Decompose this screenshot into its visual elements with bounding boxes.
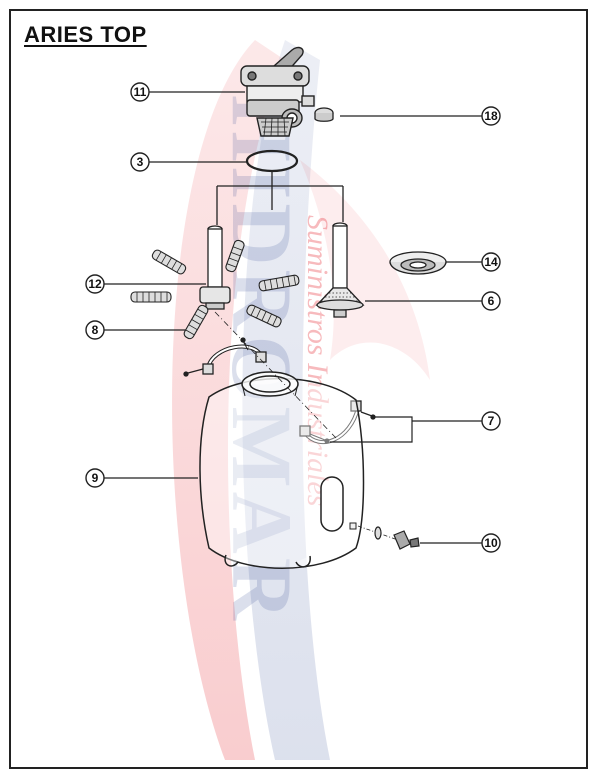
callout-6: 6 [481,291,501,311]
leader-lines [104,91,482,544]
svg-text:12: 12 [88,277,102,291]
filter-tank [199,371,365,569]
callout-12: 12 [85,274,105,294]
tank-clamp [183,337,376,445]
assembly-bracket-lines [216,172,344,225]
watermark-tagline: Suministros Industriales [301,215,334,506]
svg-text:11: 11 [134,85,147,99]
watermark-blue-sail [242,40,330,760]
watermark: HIDROMAR Suministros Industriales [172,40,430,760]
diffuser-pipe-right [315,222,365,318]
lateral-left [130,291,172,303]
watermark-red-sail [172,40,285,760]
callout-8: 8 [85,320,105,340]
svg-text:18: 18 [484,109,498,123]
svg-text:3: 3 [137,155,144,169]
strainer-basket [389,251,447,275]
callout-18: 18 [481,106,501,126]
callout-10: 10 [481,533,501,553]
o-ring [245,149,299,173]
callout-7: 7 [481,411,501,431]
svg-text:9: 9 [92,471,99,485]
svg-text:7: 7 [488,414,495,428]
diagram-title: ARIES TOP [24,22,147,47]
collector-pipe-left [199,225,231,310]
watermark-swoosh [300,160,430,380]
callout-14: 14 [481,252,501,272]
multiport-valve [240,46,315,137]
callout-11: 11 [130,82,150,102]
svg-text:14: 14 [484,255,498,269]
svg-text:6: 6 [488,294,495,308]
svg-text:8: 8 [92,323,99,337]
lateral-lower-left [183,304,209,340]
svg-text:10: 10 [484,536,498,550]
pressure-gauge-part [314,107,334,122]
lateral-upper-mid [225,239,245,273]
drain-plug [374,526,420,550]
callout-9: 9 [85,468,105,488]
page-frame [9,9,588,769]
lateral-lower-right [246,304,282,328]
laterals [130,239,300,340]
callout-3: 3 [130,152,150,172]
lateral-mid-right [258,274,300,292]
lateral-upper-left [151,249,187,275]
assembly-axis-line [214,311,337,439]
